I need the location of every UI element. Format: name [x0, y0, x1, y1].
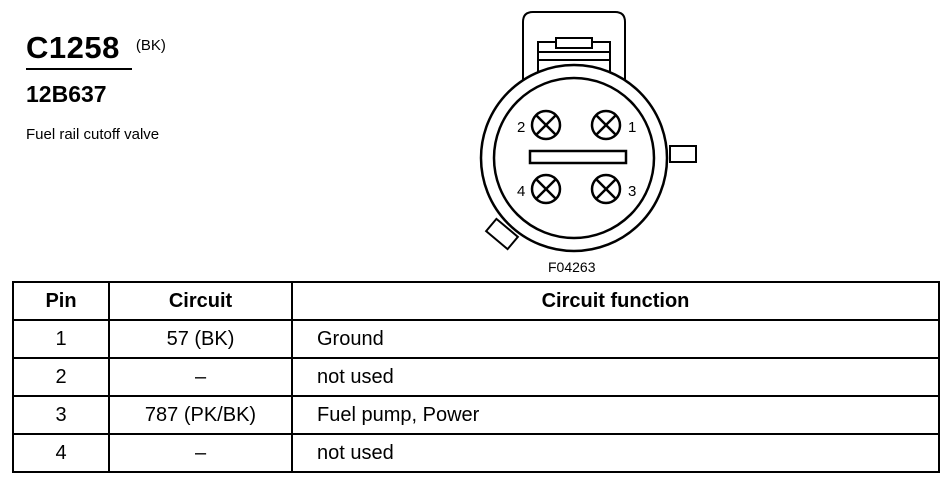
- pin-cavity-4: [530, 173, 562, 205]
- pin-label-1: 1: [628, 119, 636, 136]
- pinout-table: Pin Circuit Circuit function 1 57 (BK) G…: [12, 281, 940, 473]
- connector-color: (BK): [135, 37, 166, 54]
- pin-label-2: 2: [517, 119, 525, 136]
- table-row: 1 57 (BK) Ground: [12, 319, 940, 359]
- cell-circuit: 57 (BK): [108, 319, 293, 359]
- header-circuit: Circuit: [108, 281, 293, 321]
- cell-circuit: –: [108, 433, 293, 473]
- cell-function: Ground: [291, 319, 940, 359]
- pin-label-3: 3: [628, 183, 636, 200]
- cell-function: not used: [291, 433, 940, 473]
- cell-pin: 3: [12, 395, 110, 435]
- connector-description: Fuel rail cutoff valve: [26, 126, 160, 143]
- table-row: 2 – not used: [12, 357, 940, 397]
- connector-face-diagram: 2 1 4 3: [479, 11, 697, 253]
- connector-id: C1258: [26, 30, 120, 65]
- title-row: C1258 (BK): [26, 30, 166, 66]
- center-polarizing-bar: [528, 149, 628, 165]
- title-underline: [26, 68, 132, 70]
- part-number: 12B637: [26, 81, 107, 107]
- table-row: 4 – not used: [12, 433, 940, 473]
- pin-cavity-2: [530, 109, 562, 141]
- key-tab-left: [484, 217, 520, 251]
- table-header-row: Pin Circuit Circuit function: [12, 281, 940, 321]
- pin-cavity-3: [590, 173, 622, 205]
- cell-pin: 2: [12, 357, 110, 397]
- key-tab-right: [669, 145, 697, 163]
- header-function: Circuit function: [291, 281, 940, 321]
- cell-function: Fuel pump, Power: [291, 395, 940, 435]
- cell-pin: 1: [12, 319, 110, 359]
- cell-circuit: 787 (PK/BK): [108, 395, 293, 435]
- latch-tab: [555, 37, 593, 49]
- figure-label: F04263: [548, 259, 596, 275]
- pin-label-4: 4: [517, 183, 525, 200]
- header-pin: Pin: [12, 281, 110, 321]
- table-row: 3 787 (PK/BK) Fuel pump, Power: [12, 395, 940, 435]
- connector-header: C1258 (BK) 12B637 Fuel rail cutoff valve: [26, 30, 166, 143]
- cell-function: not used: [291, 357, 940, 397]
- pin-cavity-1: [590, 109, 622, 141]
- latch-bar: [537, 51, 611, 61]
- cell-pin: 4: [12, 433, 110, 473]
- cell-circuit: –: [108, 357, 293, 397]
